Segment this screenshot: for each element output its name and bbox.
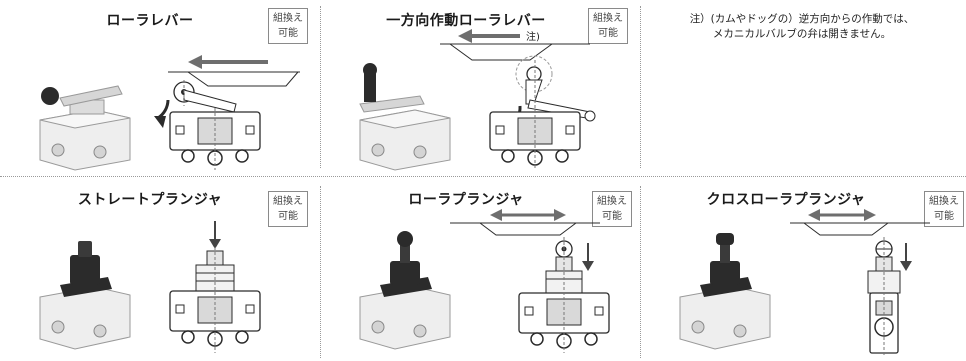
note-line-2: メカニカルバルブの弁は開きません。 (712, 28, 892, 40)
panel-cross-roller-plunger: クロスローラプランジャ 組換え 可能 (640, 177, 966, 361)
separator-vertical-1 (320, 6, 321, 168)
note-line-1: 注）(カムやドッグの）逆方向からの作動では、 (689, 13, 915, 25)
cross-roller-plunger-diagram (679, 209, 930, 357)
badge-line-1: 組換え (273, 196, 303, 207)
separator-vertical-4 (640, 186, 641, 358)
valve-photo (39, 241, 131, 350)
valve-photo (359, 231, 451, 350)
panel-note: 注）(カムやドッグの）逆方向からの作動では、 メカニカルバルブの弁は開きません。 (640, 0, 966, 176)
straight-plunger-diagram (39, 221, 261, 353)
badge-line-2: 可能 (934, 211, 954, 222)
panel-title: ローラプランジャ (408, 192, 524, 208)
arrow-note: 注) (526, 30, 540, 43)
panel-straight-plunger: ストレートプランジャ 組換え 可能 (0, 177, 320, 361)
panel-roller-plunger: ローラプランジャ 組換え 可能 (320, 177, 640, 361)
valve-photo (39, 85, 131, 171)
roller-plunger-diagram (359, 209, 610, 353)
badge-line-2: 可能 (278, 28, 298, 39)
valve-photo (359, 63, 451, 171)
badge-line-1: 組換え (597, 196, 627, 207)
panel-title: ローラレバー (106, 13, 194, 29)
separator-vertical-3 (320, 186, 321, 358)
badge-line-1: 組換え (929, 196, 959, 207)
badge-line-1: 組換え (273, 13, 303, 24)
panel-title: 一方向作動ローラレバー (386, 13, 546, 29)
reverse-direction-note: 注）(カムやドッグの）逆方向からの作動では、 メカニカルバルブの弁は開きません。 (652, 12, 952, 42)
roller-lever-diagram (39, 55, 300, 171)
interchangeable-badge: 組換え 可能 (924, 191, 964, 227)
panel-roller-lever: ローラレバー 組換え 可能 (0, 0, 320, 176)
badge-line-1: 組換え (593, 13, 623, 24)
interchangeable-badge: 組換え 可能 (588, 8, 628, 44)
interchangeable-badge: 組換え 可能 (268, 191, 308, 227)
badge-line-2: 可能 (598, 28, 618, 39)
interchangeable-badge: 組換え 可能 (268, 8, 308, 44)
separator-horizontal (0, 176, 966, 177)
valve-photo (679, 233, 771, 350)
panel-title: ストレートプランジャ (77, 192, 223, 208)
interchangeable-badge: 組換え 可能 (592, 191, 632, 227)
badge-line-2: 可能 (278, 211, 298, 222)
separator-vertical-2 (640, 6, 641, 168)
one-way-roller-lever-diagram: 注) (359, 29, 596, 171)
panel-one-way-roller-lever: 一方向作動ローラレバー 組換え 可能 注) (320, 0, 640, 176)
badge-line-2: 可能 (602, 211, 622, 222)
panel-title: クロスローラプランジャ (706, 192, 866, 208)
